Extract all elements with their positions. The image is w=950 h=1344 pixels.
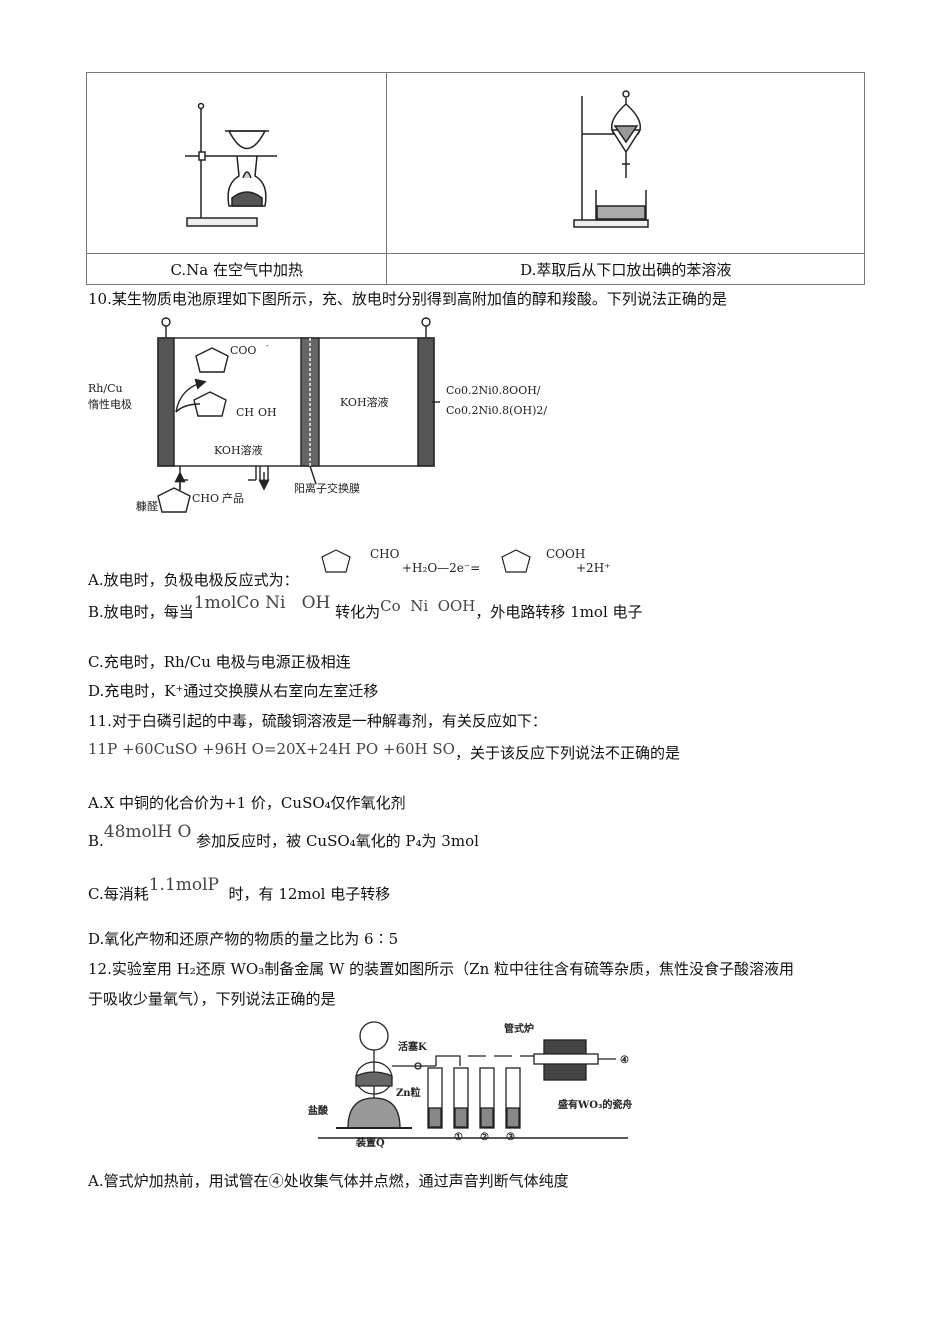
alcohol-group: CH bbox=[236, 406, 254, 419]
q11-option-c-pre: C.每消耗 bbox=[88, 885, 149, 903]
feed-group: CHO bbox=[192, 492, 219, 505]
q12-option-a: A.管式炉加热前，用试管在④处收集气体并点燃，通过声音判断气体纯度 bbox=[88, 1172, 569, 1190]
q11-stem: 11.对于白磷引起的中毒，硫酸铜溶液是一种解毒剂，有关反应如下： bbox=[88, 712, 547, 730]
bio-battery-diagram: Rh/Cu 惰性电极 COO - CH OH KOH溶液 KOH溶液 阳离子交换… bbox=[88, 317, 547, 513]
q10-option-c: C.充电时，Rh/Cu 电极与电源正极相连 bbox=[88, 653, 351, 671]
right-electrode-label-2: Co0.2Ni0.8(OH)2/ bbox=[446, 404, 547, 417]
label-c2: ② bbox=[480, 1132, 489, 1143]
label-acid: 盐酸 bbox=[308, 1104, 329, 1117]
q11-option-d: D.氧化产物和还原产物的物质的量之比为 6∶5 bbox=[88, 930, 399, 948]
q10-option-b-f6: OOH bbox=[437, 597, 476, 615]
alcohol-group-tail: OH bbox=[258, 406, 277, 419]
q10-option-d: D.充电时，K⁺通过交换膜从右室向左室迁移 bbox=[88, 682, 379, 700]
carboxylate-group: COO bbox=[230, 344, 256, 357]
right-electrode-label-1: Co0.2Ni0.8OOH/ bbox=[446, 384, 541, 397]
heating-apparatus-figure bbox=[184, 102, 277, 227]
right-solution-label: KOH溶液 bbox=[340, 395, 389, 409]
q12-stem-2: 于吸收少量氧气），下列说法正确的是 bbox=[88, 990, 336, 1008]
q11-option-c: C.每消耗1.1molP 时，有 12mol 电子转移 bbox=[88, 875, 391, 904]
q10-option-a: A.放电时，负极电极反应式为： bbox=[88, 570, 299, 590]
q10-stem: 10.某生物质电池原理如下图所示，充、放电时分别得到高附加值的醇和羧酸。下列说法… bbox=[88, 290, 727, 308]
q10-option-a-text: A.放电时，负极电极反应式为： bbox=[88, 571, 299, 589]
q11-option-a: A.X 中铜的化合价为+1 价，CuSO₄仅作氧化剂 bbox=[88, 794, 406, 812]
left-solution-label: KOH溶液 bbox=[214, 443, 263, 457]
feed-label: 糠醛 bbox=[136, 499, 158, 513]
option-c-figure-cell bbox=[85, 72, 388, 254]
label-c1: ① bbox=[454, 1132, 463, 1143]
q10-option-b-pre: B.放电时，每当 bbox=[88, 603, 194, 621]
eq-cho: CHO bbox=[370, 547, 400, 561]
q10-option-a-equation: CHO +H₂O—2e⁻= COOH +2H⁺ bbox=[321, 547, 611, 575]
apparatus-option-table: C.Na 在空气中加热 D.萃取后从下口放出碘的苯溶液 bbox=[85, 72, 865, 285]
separatory-funnel-figure bbox=[572, 90, 649, 228]
q11-option-b-post: 参加反应时，被 CuSO₄氧化的 P₄为 3mol bbox=[196, 832, 479, 850]
q10-option-b-f3: OH bbox=[301, 593, 331, 613]
q11-option-c-post: 时，有 12mol 电子转移 bbox=[228, 885, 391, 903]
membrane-label: 阳离子交换膜 bbox=[294, 481, 360, 495]
q12-stem-1: 12.实验室用 H₂还原 WO₃制备金属 W 的装置如图所示（Zn 粒中往往含有… bbox=[88, 960, 795, 978]
label-c3: ③ bbox=[506, 1132, 515, 1143]
q11-equation-line: 11P +60CuSO +96H O=20X+24H PO +60H SO，关于… bbox=[88, 740, 680, 763]
label-boat: 盛有WO₃的瓷舟 bbox=[558, 1098, 632, 1111]
option-c-caption: C.Na 在空气中加热 bbox=[85, 253, 388, 285]
left-electrode-label-2: 惰性电极 bbox=[88, 397, 132, 411]
q11-option-b-pre: B. bbox=[88, 832, 104, 850]
q10-option-b-f5: Ni bbox=[410, 597, 429, 615]
product-label: 产品 bbox=[222, 491, 244, 505]
q11-equation-post: ，关于该反应下列说法不正确的是 bbox=[454, 744, 680, 762]
eq-tail: +2H⁺ bbox=[576, 561, 611, 575]
label-valve: 活塞K bbox=[398, 1040, 427, 1053]
q10-option-b-post: ，外电路转移 1mol 电子 bbox=[475, 603, 643, 621]
option-d-caption: D.萃取后从下口放出碘的苯溶液 bbox=[386, 253, 865, 285]
q10-option-b-f2: Ni bbox=[265, 593, 286, 613]
eq-cooh: COOH bbox=[546, 547, 585, 561]
label-c4: ④ bbox=[620, 1055, 629, 1066]
h2-reduction-apparatus: 管式炉 活塞K Zn粒 盐酸 装置Q 盛有WO₃的瓷舟 ① ② ③ ④ bbox=[308, 1021, 632, 1148]
left-electrode-label: Rh/Cu bbox=[88, 382, 123, 395]
q10-option-b: B.放电时，每当1molCo Ni OH 转化为Co Ni OOH，外电路转移 … bbox=[88, 593, 643, 622]
q11-equation: 11P +60CuSO +96H O=20X+24H PO +60H SO bbox=[88, 740, 455, 758]
option-d-figure-cell bbox=[386, 72, 865, 254]
carboxylate-charge: - bbox=[266, 341, 269, 350]
label-zn: Zn粒 bbox=[396, 1086, 421, 1099]
q11-option-c-formula: 1.1molP bbox=[148, 875, 219, 895]
label-device: 装置Q bbox=[355, 1136, 385, 1148]
q10-option-b-f1: 1molCo bbox=[193, 593, 260, 613]
q10-option-b-f4: Co bbox=[380, 597, 401, 615]
eq-middle: +H₂O—2e⁻= bbox=[402, 561, 480, 575]
q11-option-b: B.48molH O 参加反应时，被 CuSO₄氧化的 P₄为 3mol bbox=[88, 822, 479, 851]
label-furnace: 管式炉 bbox=[504, 1022, 534, 1035]
q10-option-b-mid: 转化为 bbox=[335, 603, 381, 621]
q11-option-b-formula: 48molH O bbox=[103, 822, 192, 842]
